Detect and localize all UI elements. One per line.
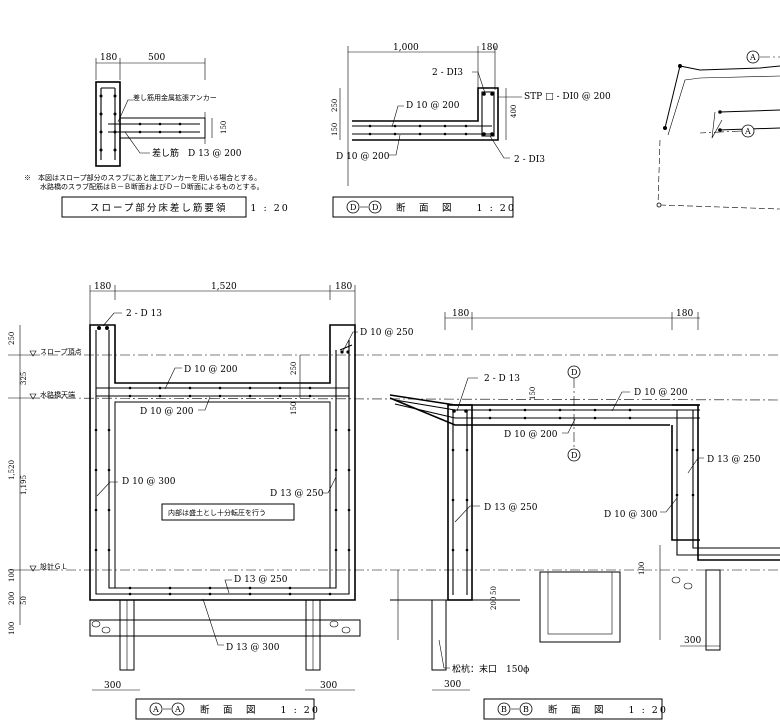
dim-b300b: 300	[320, 681, 337, 691]
bb-pile-label: 松杭：末口 150ϕ	[452, 663, 529, 675]
aa-concrete-outline	[89, 324, 356, 601]
dim-150: 150	[331, 123, 339, 136]
title-dd-section: 断 面 図 1 : 20	[396, 202, 516, 214]
dim-v100b: 100	[8, 622, 16, 635]
dim-v150: 150	[529, 387, 537, 400]
dim-v200: 200	[8, 592, 16, 605]
aa-top-bars-label: 2 - D 13	[126, 309, 162, 319]
dim-180a: 180	[452, 309, 469, 319]
dim-1000: 1,000	[393, 43, 419, 53]
bb-right-wall	[671, 404, 780, 561]
title-box-dd	[332, 196, 514, 218]
marker-b-right: B	[523, 705, 529, 714]
bb-d13-250b-label: D 13 @ 250	[484, 503, 538, 513]
bb-d13-250a-label: D 13 @ 250	[707, 455, 761, 465]
key-marker-a-bottom: A	[744, 127, 751, 136]
dim-500: 500	[148, 53, 165, 63]
dim-b300a: 300	[444, 680, 461, 690]
title-aa-section: 断 面 図 1 : 20	[200, 704, 320, 716]
title-box-slope	[61, 196, 247, 218]
bb-left-wall	[447, 404, 473, 601]
dd-d10-upper-label: D 10 @ 200	[406, 101, 460, 111]
bb-top-bars-label: 2 - D 13	[484, 374, 520, 384]
marker-a-left: A	[152, 705, 159, 714]
dim-inner-150: 150	[290, 402, 298, 415]
dd-bottom-bars-label: 2 - DI3	[514, 155, 545, 165]
bb-pile-left	[431, 599, 447, 671]
title-box-aa	[135, 698, 315, 720]
dim-180a: 180	[94, 282, 111, 292]
dim-180: 180	[481, 43, 498, 53]
aa-d13-250b-label: D 13 @ 250	[234, 575, 288, 585]
dim-v100: 100	[638, 562, 646, 575]
dim-180b: 180	[676, 309, 693, 319]
aa-d13-300-label: D 13 @ 300	[226, 643, 280, 653]
bb-d10-200a-label: D 10 @ 200	[634, 388, 688, 398]
aa-d10-200a-label: D 10 @ 200	[184, 365, 238, 375]
marker-d-left: D	[350, 203, 356, 212]
bb-pile-right	[705, 569, 721, 651]
dim-v50: 50	[20, 596, 28, 605]
dim-v100: 100	[8, 569, 16, 582]
aa-d10-250-label: D 10 @ 250	[360, 328, 414, 338]
title-bb-section: 断 面 図 1 : 20	[548, 704, 668, 716]
dd-concrete-outline	[352, 87, 499, 141]
dim-180: 180	[100, 53, 117, 63]
dim-v200: 200	[490, 597, 498, 610]
dim-b300a: 300	[104, 681, 121, 691]
aa-d10-200b-label: D 10 @ 200	[140, 407, 194, 417]
aa-d13-250a-label: D 13 @ 250	[270, 489, 324, 499]
dd-d10-lower-label: D 10 @ 200	[336, 152, 390, 162]
bb-d10-300-label: D 10 @ 300	[604, 510, 658, 520]
marker-d-right: D	[372, 203, 378, 212]
bb-channel	[539, 571, 621, 643]
dim-v1520: 1,520	[8, 460, 16, 480]
dim-v250: 250	[8, 332, 16, 345]
key-marker-a-top: A	[749, 53, 756, 62]
dim-400: 400	[510, 105, 518, 118]
section-d-d: 1,000 180 250 150 400 2 - DI3 STP □ - DI…	[331, 43, 611, 218]
aa-leveling-concrete	[89, 619, 361, 637]
dd-top-bars-label: 2 - DI3	[432, 68, 463, 78]
dim-v50: 50	[490, 586, 498, 595]
level-channel-top: 水路橋天端	[40, 390, 75, 399]
level-slope-top: スロープ頂点	[40, 348, 82, 356]
dowel-bar-label: 差し筋 D 13 @ 200	[152, 147, 242, 159]
aa-fill-note-box	[161, 503, 295, 521]
bb-d10-200b-label: D 10 @ 200	[504, 430, 558, 440]
title-box-bb	[483, 698, 663, 720]
section-b-b: 180 180 150 50 200 100 300 300	[389, 309, 780, 720]
marker-b-left: B	[501, 705, 507, 714]
title-slope-detail: スロープ部分床差し筋要領 1 : 20	[90, 202, 290, 214]
dim-150: 150	[220, 121, 228, 134]
marker-a-right: A	[174, 705, 181, 714]
key-plan: A A	[656, 50, 780, 210]
dd-stirrup-label: STP □ - DI0 @ 200	[524, 92, 611, 102]
cut-marker-d-bottom: D	[571, 451, 577, 460]
dim-250: 250	[331, 99, 339, 112]
dim-1520: 1,520	[211, 282, 237, 292]
section-a-a: 180 1,520 180 250 325 1,520 1,195 100 20…	[8, 282, 780, 720]
dim-v325: 325	[20, 372, 28, 385]
dim-b300b: 300	[684, 636, 701, 646]
anchor-label: 差し筋用金属拡張アンカー	[133, 93, 217, 102]
aa-d10-300-label: D 10 @ 300	[122, 477, 176, 487]
level-gl: 設計ＧＬ	[40, 562, 68, 571]
note-line-1: ※ 本図はスロープ部分のスラブにあと施工アンカーを用いる場合とする。	[24, 173, 261, 182]
dim-180b: 180	[335, 282, 352, 292]
dim-v1195: 1,195	[20, 475, 28, 495]
aa-fill-note: 内部は盛土とし十分転圧を行う	[168, 508, 266, 517]
cut-marker-d-top: D	[571, 368, 577, 377]
note-line-2: 水路橋のスラブ配筋はＢ－Ｂ断面およびＤ－Ｄ断面によるものとする。	[40, 182, 264, 191]
slab-section	[119, 117, 206, 139]
dim-inner-250: 250	[290, 362, 298, 375]
slope-dowel-detail: 180 500 150 差し筋用金属拡張アンカー 差し筋 D 13 @ 200 …	[24, 53, 290, 218]
